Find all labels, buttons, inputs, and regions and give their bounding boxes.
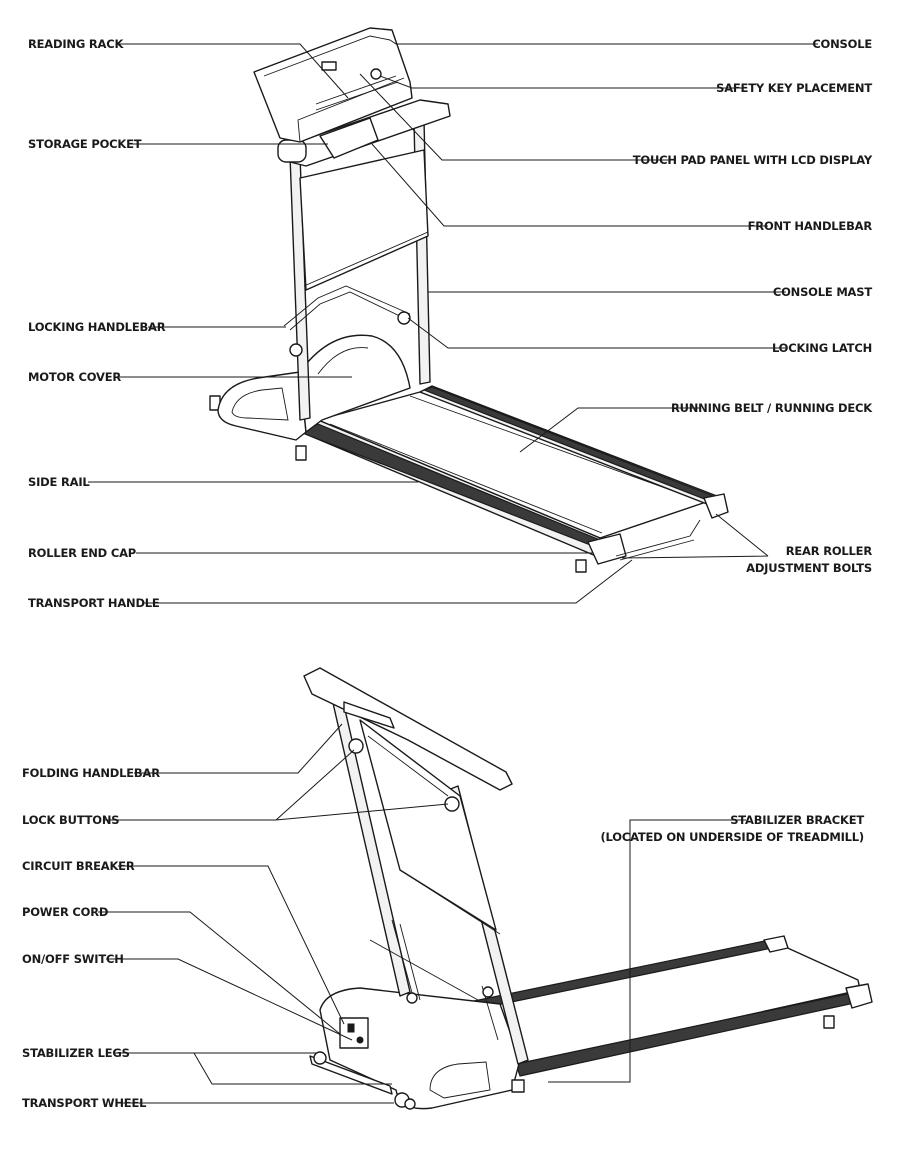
label-console: CONSOLE xyxy=(812,37,872,51)
leader-front-handlebar xyxy=(371,143,768,227)
leader-stabilizer-bracket xyxy=(548,819,746,1083)
label-locking-latch: LOCKING LATCH xyxy=(772,341,872,355)
leader-circuit-breaker xyxy=(118,865,345,1025)
leader-touch-pad-panel xyxy=(359,73,670,161)
leader-stabilizer-legs xyxy=(114,1052,392,1085)
label-on-off-switch: ON/OFF SWITCH xyxy=(22,952,124,966)
label-motor-cover: MOTOR COVER xyxy=(28,370,121,384)
label-storage-pocket: STORAGE POCKET xyxy=(28,137,142,151)
label-rear-roller-line1: REAR ROLLER xyxy=(786,544,873,558)
leader-rear-roller-bolts xyxy=(621,513,769,559)
leader-folding-handlebar xyxy=(134,723,343,774)
label-roller-end-cap: ROLLER END CAP xyxy=(28,546,136,560)
top-callouts: READING RACK CONSOLE SAFETY KEY PLACEMEN… xyxy=(28,37,873,610)
leader-safety-key-placement xyxy=(379,75,742,89)
leader-console xyxy=(389,39,818,45)
leader-reading-rack xyxy=(116,43,349,99)
label-rear-roller-line2: ADJUSTMENT BOLTS xyxy=(746,561,872,575)
label-power-cord: POWER CORD xyxy=(22,905,108,919)
label-side-rail: SIDE RAIL xyxy=(28,475,90,489)
label-front-handlebar: FRONT HANDLEBAR xyxy=(748,219,873,233)
label-folding-handlebar: FOLDING HANDLEBAR xyxy=(22,766,160,780)
label-reading-rack: READING RACK xyxy=(28,37,124,51)
leader-locking-latch xyxy=(407,317,786,349)
leader-transport-handle xyxy=(142,559,633,604)
label-running-belt: RUNNING BELT / RUNNING DECK xyxy=(671,401,873,415)
leader-lock-buttons xyxy=(104,749,449,821)
bottom-callouts: FOLDING HANDLEBAR LOCK BUTTONS STABILIZE… xyxy=(22,723,865,1110)
label-transport-handle: TRANSPORT HANDLE xyxy=(28,596,160,610)
label-locking-handlebar: LOCKING HANDLEBAR xyxy=(28,320,166,334)
rear-view-treadmill-drawing xyxy=(303,667,873,1110)
label-touch-pad-panel: TOUCH PAD PANEL WITH LCD DISPLAY xyxy=(633,153,873,167)
assembled-treadmill-drawing xyxy=(209,27,729,573)
label-safety-key-placement: SAFETY KEY PLACEMENT xyxy=(716,81,872,95)
leader-on-off-switch xyxy=(106,958,353,1041)
leader-running-belt xyxy=(519,407,700,453)
label-stabilizer-bracket-line1: STABILIZER BRACKET xyxy=(730,813,864,827)
label-stabilizer-legs: STABILIZER LEGS xyxy=(22,1046,130,1060)
label-console-mast: CONSOLE MAST xyxy=(773,285,873,299)
label-stabilizer-bracket-line2: (LOCATED ON UNDERSIDE OF TREADMILL) xyxy=(600,830,864,844)
leader-power-cord xyxy=(98,911,341,1035)
label-circuit-breaker: CIRCUIT BREAKER xyxy=(22,859,135,873)
label-transport-wheel: TRANSPORT WHEEL xyxy=(22,1096,147,1110)
label-lock-buttons: LOCK BUTTONS xyxy=(22,813,119,827)
